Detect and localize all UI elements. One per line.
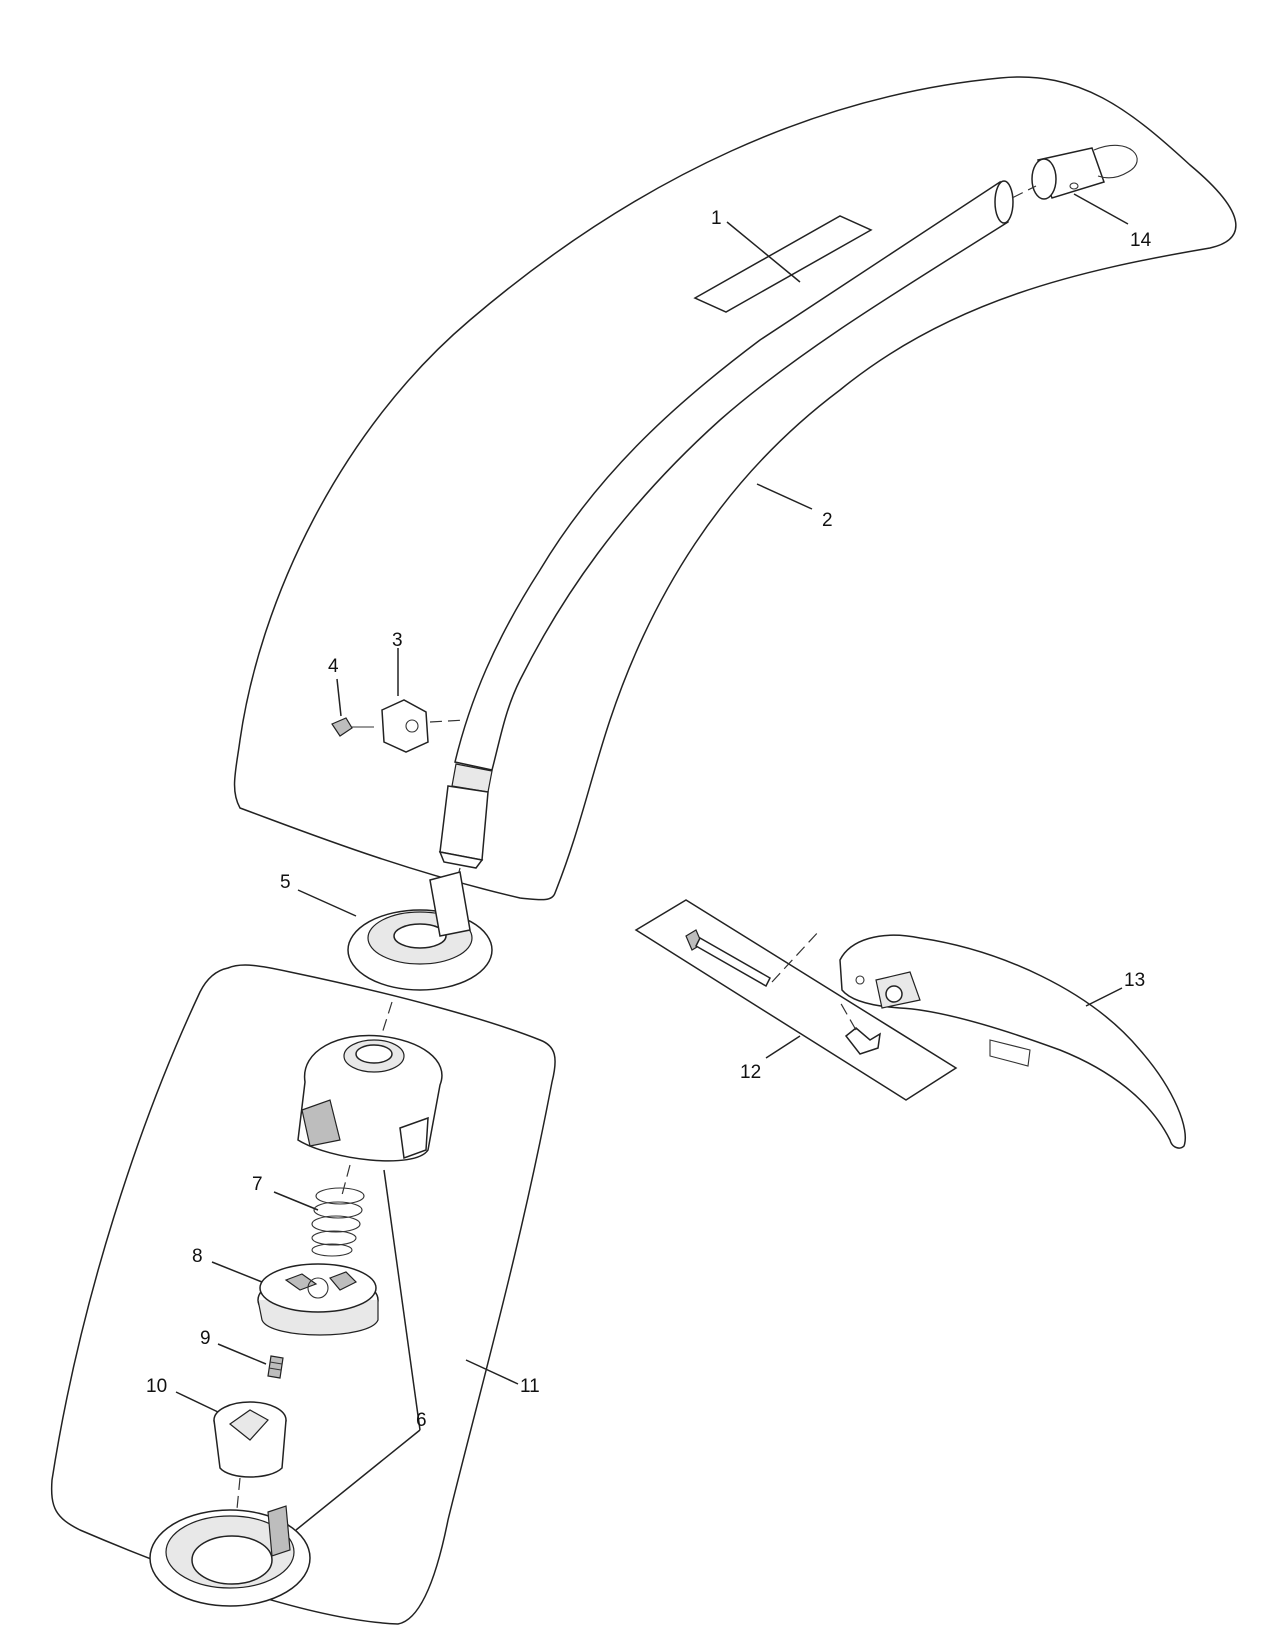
leader-1 <box>726 221 801 283</box>
callout-3: 3 <box>392 630 403 651</box>
axis-line-head-1 <box>379 1001 393 1041</box>
leader-2 <box>756 483 813 510</box>
part-6-bottom-cover <box>149 1505 311 1607</box>
part-5-cup-washer <box>347 871 493 991</box>
part-12-hardware-card <box>634 899 958 1101</box>
trimmer-head-group-outline <box>50 964 556 1625</box>
part-4-bolt <box>331 717 374 737</box>
callout-8: 8 <box>192 1246 203 1267</box>
callout-11: 11 <box>520 1376 540 1397</box>
leader-8 <box>211 1261 263 1283</box>
leader-6-lower <box>295 1429 421 1531</box>
axis-line-head-2 <box>341 1164 351 1196</box>
callout-10: 10 <box>146 1376 167 1397</box>
callout-12: 12 <box>740 1062 761 1083</box>
leader-lines <box>175 193 1129 1531</box>
callout-6: 6 <box>416 1410 427 1431</box>
leader-12 <box>765 1035 801 1059</box>
callout-9: 9 <box>200 1328 211 1349</box>
part-shaft-tube <box>438 180 1014 869</box>
leader-11 <box>465 1359 519 1385</box>
leader-9 <box>217 1343 267 1365</box>
part-1-decal <box>693 215 873 313</box>
part-10-eyelet <box>213 1401 287 1478</box>
leader-13 <box>1085 987 1123 1007</box>
callout-1: 1 <box>711 208 722 229</box>
leader-14 <box>1073 193 1129 225</box>
callout-4: 4 <box>328 656 339 677</box>
part-14-sleeve-with-loop <box>1011 144 1138 200</box>
callout-14: 14 <box>1130 230 1152 251</box>
part-7-spring <box>311 1187 365 1257</box>
callout-7: 7 <box>252 1174 263 1195</box>
part-13-handle-bracket <box>839 934 1186 1149</box>
leader-7 <box>273 1191 319 1211</box>
part-6-housing-cap <box>297 1034 443 1162</box>
callout-5: 5 <box>280 872 291 893</box>
callout-13: 13 <box>1124 970 1145 991</box>
part-3-bracket <box>381 699 466 753</box>
part-9-screw <box>267 1355 284 1379</box>
leader-5 <box>297 889 357 917</box>
leader-10 <box>175 1391 219 1413</box>
part-8-spool <box>257 1263 379 1336</box>
axis-line-head-3 <box>233 1477 241 1541</box>
leader-6-upper <box>383 1169 421 1431</box>
callout-2: 2 <box>822 510 833 531</box>
leader-4 <box>336 678 342 717</box>
shield-panel-outline <box>233 76 1237 901</box>
